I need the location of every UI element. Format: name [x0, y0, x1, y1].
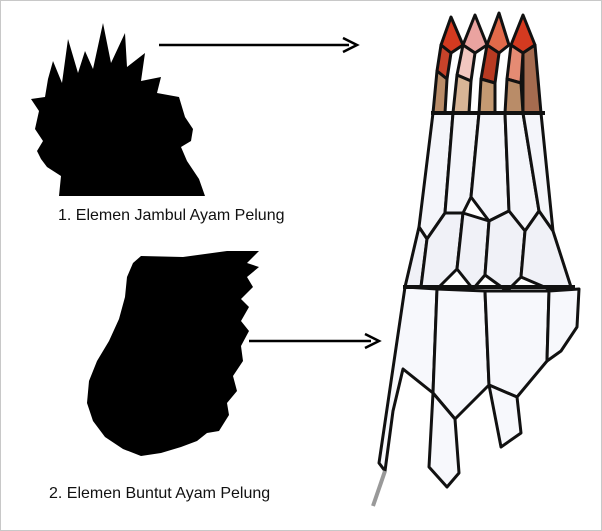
rooster-tail-silhouette [87, 251, 259, 456]
arrow-to-comb [159, 38, 357, 52]
rooster-comb-silhouette [31, 23, 205, 196]
lamp-crest-section [433, 13, 541, 113]
arrow-to-tail [249, 334, 379, 348]
caption-tail-element: 2. Elemen Buntut Ayam Pelung [49, 485, 270, 503]
stained-glass-lamp [373, 13, 579, 506]
lamp-bottom-pendants [379, 287, 579, 487]
caption-comb-element: 1. Elemen Jambul Ayam Pelung [58, 207, 285, 225]
